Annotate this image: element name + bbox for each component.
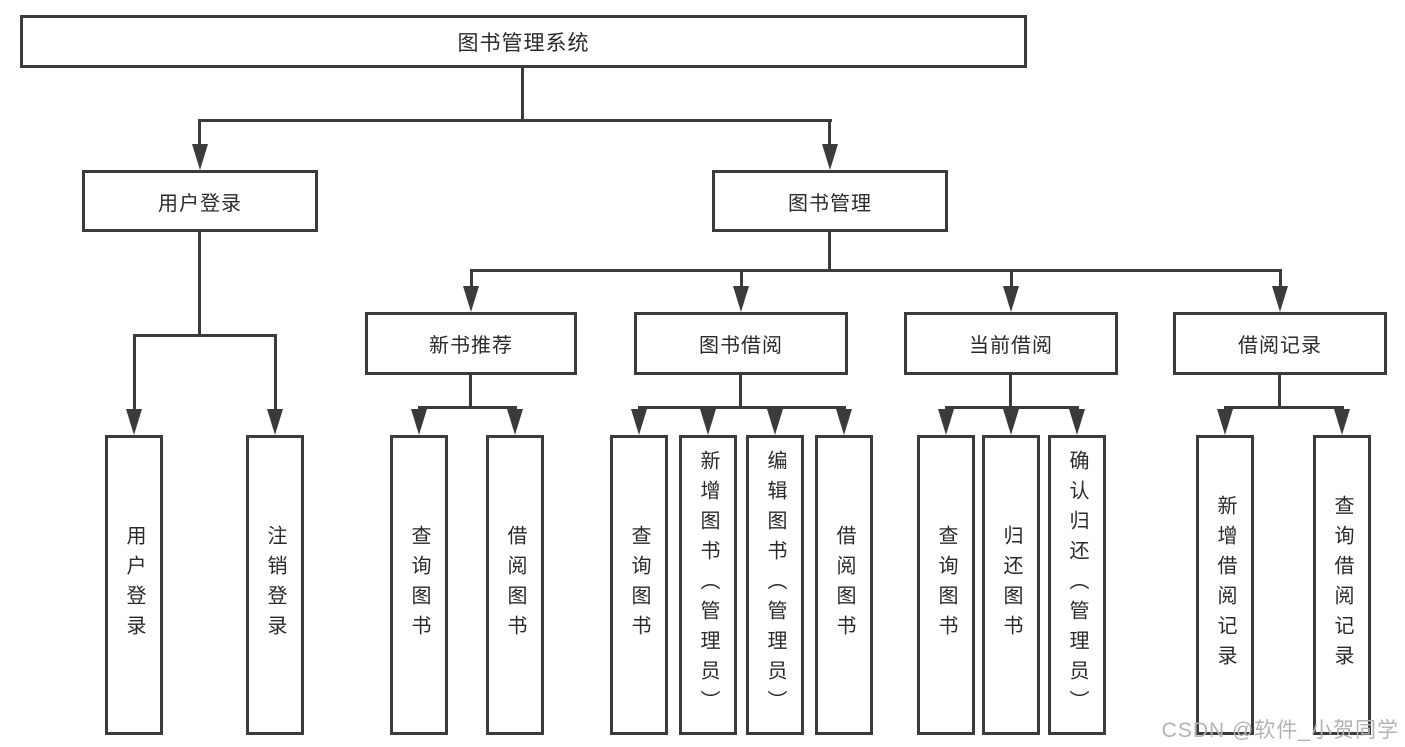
connector-line [1278, 375, 1281, 407]
node-leaf-borrow-books-1: 借阅图书 [486, 435, 544, 735]
node-label: 注销登录 [264, 525, 286, 645]
node-label: 查询图书 [628, 525, 650, 645]
node-leaf-borrow-books-2: 借阅图书 [815, 435, 873, 735]
arrowhead-icon [700, 409, 716, 435]
node-label: 归还图书 [1000, 525, 1022, 645]
connector-line [740, 269, 743, 286]
arrowhead-icon [1003, 286, 1019, 312]
node-root-library-system: 图书管理系统 [20, 15, 1027, 68]
connector-line [1279, 269, 1282, 286]
connector-line [274, 334, 277, 409]
connector-line [739, 375, 742, 407]
arrowhead-icon [733, 286, 749, 312]
connector-line [945, 406, 1079, 409]
node-leaf-query-books-2: 查询图书 [610, 435, 668, 735]
csdn-watermark: CSDN @软件_小贺同学 [1161, 719, 1399, 742]
connector-line [470, 269, 473, 286]
connector-line [133, 334, 277, 337]
node-label: 查询图书 [408, 525, 430, 645]
node-leaf-confirm-return-admin: 确认归还（管理员） [1048, 435, 1106, 735]
node-borrow-records: 借阅记录 [1173, 312, 1387, 375]
node-label: 查询借阅记录 [1331, 495, 1353, 675]
node-label: 新增借阅记录 [1214, 495, 1236, 675]
node-label: 确认归还（管理员） [1066, 450, 1088, 720]
node-label: 借阅记录 [1238, 335, 1322, 357]
node-label: 借阅图书 [504, 525, 526, 645]
arrowhead-icon [1069, 409, 1085, 435]
node-leaf-user-login: 用户登录 [105, 435, 163, 735]
node-leaf-query-books-3: 查询图书 [917, 435, 975, 735]
node-label: 用户登录 [158, 192, 242, 215]
node-leaf-add-borrow-record: 新增借阅记录 [1196, 435, 1254, 735]
arrowhead-icon [1272, 286, 1288, 312]
arrowhead-icon [126, 409, 142, 435]
arrowhead-icon [767, 409, 783, 435]
node-current-borrow: 当前借阅 [904, 312, 1118, 375]
node-label: 图书借阅 [699, 335, 783, 357]
arrowhead-icon [507, 409, 523, 435]
node-label: 图书管理系统 [457, 31, 590, 55]
connector-line [470, 269, 1282, 272]
node-leaf-query-books-1: 查询图书 [390, 435, 448, 735]
node-user-login: 用户登录 [82, 170, 318, 232]
arrowhead-icon [463, 286, 479, 312]
arrowhead-icon [1003, 409, 1019, 435]
node-new-book-recommend: 新书推荐 [365, 312, 577, 375]
node-book-management: 图书管理 [712, 170, 948, 232]
node-label: 用户登录 [123, 525, 145, 645]
connector-line [1009, 375, 1012, 407]
node-book-borrow: 图书借阅 [634, 312, 848, 375]
connector-line [418, 406, 517, 409]
node-label: 当前借阅 [969, 335, 1053, 357]
connector-line [521, 68, 524, 120]
node-label: 借阅图书 [833, 525, 855, 645]
connector-line [198, 119, 832, 122]
node-leaf-edit-books-admin: 编辑图书（管理员） [746, 435, 804, 735]
node-label: 新增图书（管理员） [697, 450, 719, 720]
arrowhead-icon [1217, 409, 1233, 435]
node-leaf-query-borrow-record: 查询借阅记录 [1313, 435, 1371, 735]
connector-line [198, 232, 201, 335]
node-leaf-add-books-admin: 新增图书（管理员） [679, 435, 737, 735]
connector-line [1010, 269, 1013, 286]
node-label: 图书管理 [788, 192, 872, 215]
node-leaf-logout: 注销登录 [246, 435, 304, 735]
arrowhead-icon [411, 409, 427, 435]
connector-line [133, 334, 136, 409]
arrowhead-icon [1334, 409, 1350, 435]
arrowhead-icon [267, 409, 283, 435]
node-leaf-return-books: 归还图书 [982, 435, 1040, 735]
connector-line [638, 406, 846, 409]
arrowhead-icon [938, 409, 954, 435]
arrowhead-icon [192, 144, 208, 170]
connector-line [828, 119, 831, 146]
arrowhead-icon [836, 409, 852, 435]
connector-line [469, 375, 472, 407]
connector-line [1224, 406, 1344, 409]
arrowhead-icon [822, 144, 838, 170]
node-label: 编辑图书（管理员） [764, 450, 786, 720]
connector-line [828, 232, 831, 270]
arrowhead-icon [631, 409, 647, 435]
connector-line [198, 119, 201, 146]
node-label: 新书推荐 [429, 335, 513, 357]
node-label: 查询图书 [935, 525, 957, 645]
